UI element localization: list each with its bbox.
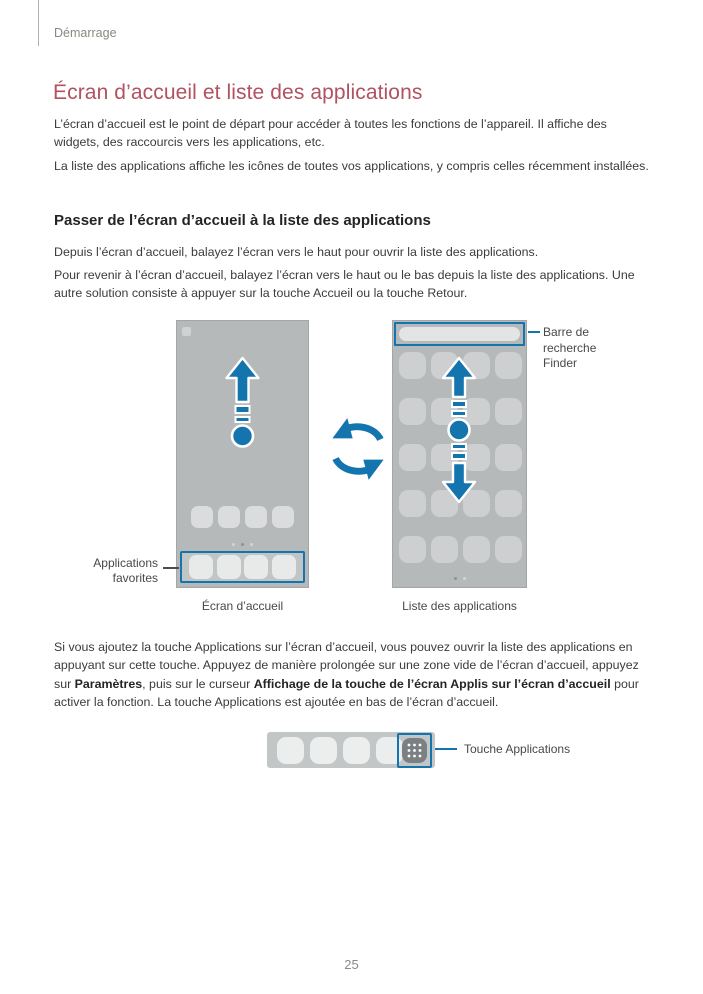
app-icon-placeholder — [218, 506, 240, 528]
app-icon-placeholder — [272, 506, 294, 528]
app-icon-placeholder — [463, 444, 490, 471]
finder-callout-line — [528, 331, 540, 333]
paragraph-text: pour activer la fonction. La touche Appl… — [54, 676, 639, 710]
app-icon-placeholder — [277, 736, 304, 764]
header-rule — [38, 0, 39, 46]
app-icon-placeholder — [399, 536, 426, 563]
app-icon-placeholder — [343, 736, 370, 764]
app-icon-placeholder — [216, 555, 241, 579]
app-icon-placeholder — [245, 506, 267, 528]
apps-button-paragraph: Si vous ajoutez la touche Applications s… — [54, 638, 654, 712]
favorites-callout-label: Applications favorites — [93, 556, 158, 585]
finder-search-bar — [399, 327, 520, 341]
home-screen-caption: Écran d’accueil — [201, 599, 284, 613]
app-icon-placeholder — [191, 506, 213, 528]
app-icon-placeholder — [189, 555, 213, 579]
app-icon-placeholder — [463, 536, 490, 563]
page-dot — [462, 577, 466, 580]
home-page-indicator — [177, 543, 308, 546]
status-chip — [182, 327, 191, 336]
app-icon-placeholder — [495, 536, 522, 563]
app-icon-placeholder — [244, 555, 269, 579]
app-icon-placeholder — [310, 736, 337, 764]
apps-button-highlight — [397, 733, 432, 768]
favorites-dock-highlight — [180, 551, 305, 583]
page-dot — [250, 543, 253, 546]
app-icon-placeholder — [463, 490, 490, 517]
finder-search-highlight — [394, 322, 525, 346]
apps-button-callout-line — [435, 748, 457, 750]
settings-bold-text: Paramètres — [74, 676, 143, 691]
app-icon-placeholder — [271, 555, 296, 579]
swipe-up-arrow-icon — [225, 356, 260, 448]
page-dot — [241, 543, 244, 546]
app-icon-placeholder — [399, 490, 426, 517]
app-icon-placeholder — [399, 444, 426, 471]
apps-button — [402, 738, 427, 763]
apps-page-indicator — [393, 577, 526, 580]
app-icon-placeholder — [431, 536, 458, 563]
finder-callout-label: Barre de recherche Finder — [543, 325, 597, 370]
chapter-header: Démarrage — [54, 26, 117, 40]
switch-screens-icon — [332, 418, 384, 480]
app-icon-placeholder — [495, 490, 522, 517]
page-dot — [453, 577, 457, 580]
apps-grid-icon — [407, 743, 422, 758]
section-paragraph-1: Depuis l’écran d’accueil, balayez l’écra… — [54, 245, 539, 259]
page-dot — [232, 543, 235, 546]
app-icon-placeholder — [463, 398, 490, 425]
home-widget-row — [177, 506, 308, 528]
toggle-bold-text: Affichage de la touche de l’écran Applis… — [253, 676, 611, 691]
page-number: 25 — [344, 957, 359, 972]
section-heading: Passer de l’écran d’accueil à la liste d… — [54, 212, 431, 229]
paragraph-text: Si vous ajoutez la touche Applications s… — [54, 640, 639, 691]
intro-paragraph-2: La liste des applications affiche les ic… — [54, 159, 649, 173]
app-icon-placeholder — [399, 398, 426, 425]
swipe-up-down-arrow-icon — [441, 356, 477, 504]
apps-grid — [399, 352, 522, 563]
section-paragraph-2: Pour revenir à l’écran d’accueil, balaye… — [54, 268, 635, 301]
apps-button-callout-label: Touche Applications — [464, 742, 571, 756]
app-icon-placeholder — [495, 444, 522, 471]
intro-paragraph-1: L’écran d’accueil est le point de départ… — [54, 117, 607, 150]
favorites-callout-line — [163, 567, 179, 569]
apps-screen-caption: Liste des applications — [402, 599, 517, 613]
app-icon-placeholder — [495, 398, 522, 425]
page-title: Écran d’accueil et liste des application… — [53, 81, 423, 104]
paragraph-text: , puis sur le curseur — [142, 676, 254, 691]
app-icon-placeholder — [399, 352, 426, 379]
app-icon-placeholder — [495, 352, 522, 379]
